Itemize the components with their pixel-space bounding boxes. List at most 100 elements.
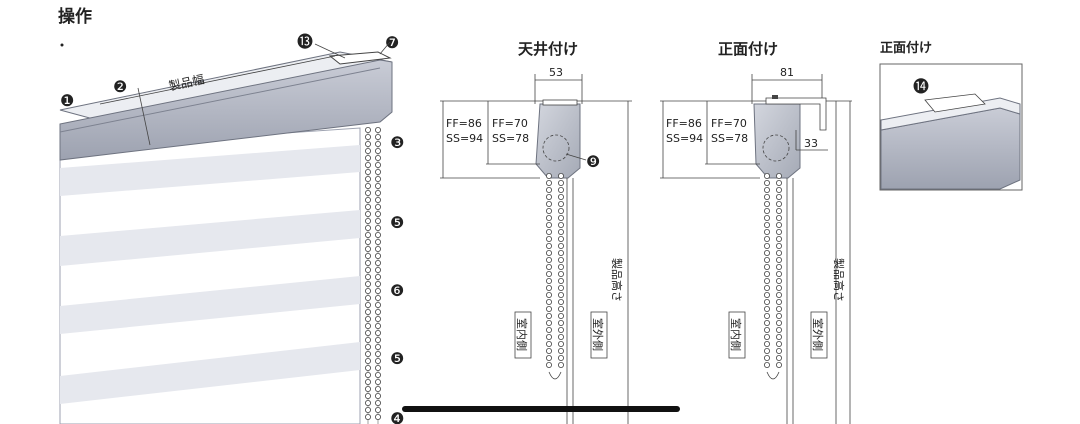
front-bracket [753,103,801,179]
chain-ball [764,298,771,305]
chain-ball [374,252,381,259]
chain-ball [374,217,381,224]
chain-ball [546,361,553,368]
chain-ball [776,298,783,305]
front-width-dim: 81 [780,66,794,79]
ceiling-indoor-label: 室内側 [515,318,529,351]
chain-ball [364,161,371,168]
chain-ball [364,399,371,406]
chain-ball [374,203,381,210]
product-width-label: 製品幅 [167,71,205,93]
chain-ball [374,175,381,182]
chain-ball [776,312,783,319]
chain-ball [764,277,771,284]
chain-ball [364,133,371,140]
chain-ball [558,305,565,312]
chain-ball [364,217,371,224]
chain-ball [546,347,553,354]
ceiling-callout-9: ❾ [586,152,600,171]
chain-ball [374,329,381,336]
chain-ball [546,249,553,256]
callout-5b: ❺ [390,349,404,368]
chain-ball [364,280,371,287]
chain-ball [374,133,381,140]
chain-ball [374,413,381,420]
callout-13: ⓭ [297,32,313,51]
chain-ball [374,161,381,168]
chain-ball [374,301,381,308]
chain-ball [558,312,565,319]
chain-ball [558,319,565,326]
chain-ball [558,207,565,214]
chain-ball [558,340,565,347]
front-ball-chain [764,172,783,380]
chain-ball [546,200,553,207]
chain-ball [364,350,371,357]
chain-ball [374,357,381,364]
chain-ball [364,371,371,378]
ceiling-ball-chain [546,172,565,380]
front-outdoor-label: 室外側 [811,318,825,351]
callout-5: ❺ [390,213,404,232]
chain-ball [776,249,783,256]
fabric-stripe [60,342,360,404]
chain-ball [546,228,553,235]
chain-ball [764,242,771,249]
bullet-dot [60,43,64,47]
chain-ball [764,221,771,228]
chain-ball [364,127,371,134]
fabric-stripe [60,276,360,334]
chain-ball [764,305,771,312]
chain-ball [364,196,371,203]
chain-ball [546,326,553,333]
chain-ball [364,259,371,266]
chain-ball [546,221,553,228]
chain-ball [374,350,381,357]
chain-ball [558,200,565,207]
chain-balls [364,127,381,420]
chain-ball [776,347,783,354]
chain-ball [374,343,381,350]
chain-ball [764,200,771,207]
chain-ball [776,270,783,277]
detail-view: 正面付け ⓮ [879,40,1023,191]
chain-ball [364,385,371,392]
front-title: 正面付け [718,40,778,58]
chain-ball [364,238,371,245]
chain-ball [776,284,783,291]
chain-ball [374,364,381,371]
chain-ball [764,312,771,319]
chain-ball [546,179,553,186]
chain-ball [546,277,553,284]
chain-ball [558,221,565,228]
callout-2: ❷ [113,77,127,96]
chain-ball [546,319,553,326]
chain-ball [546,305,553,312]
front-ss-inner: SS=78 [711,132,748,145]
front-mount-diagram: 正面付け 81 FF=86 SS=94 FF=70 SS=78 33 製品高さ … [660,40,852,424]
chain-ball [364,168,371,175]
chain-ball [764,340,771,347]
chain-ball [558,263,565,270]
chain-ball [558,172,565,179]
chain-ball [558,354,565,361]
chain-ball [764,284,771,291]
callout-1: ❶ [60,91,74,110]
chain-ball [776,207,783,214]
chain-ball [776,200,783,207]
chain-ball [764,291,771,298]
chain-ball [364,224,371,231]
chain-ball [364,231,371,238]
chain-ball [776,221,783,228]
product-width-line [99,55,336,105]
chain-ball [374,147,381,154]
ceiling-outdoor-label: 室外側 [591,318,605,351]
chain-ball [764,193,771,200]
chain-ball [374,308,381,315]
chain-ball [776,242,783,249]
ceiling-ff-outer: FF=86 [446,117,482,130]
chain-ball [558,235,565,242]
chain-ball [558,242,565,249]
chain-ball [374,315,381,322]
home-indicator[interactable] [402,406,680,412]
